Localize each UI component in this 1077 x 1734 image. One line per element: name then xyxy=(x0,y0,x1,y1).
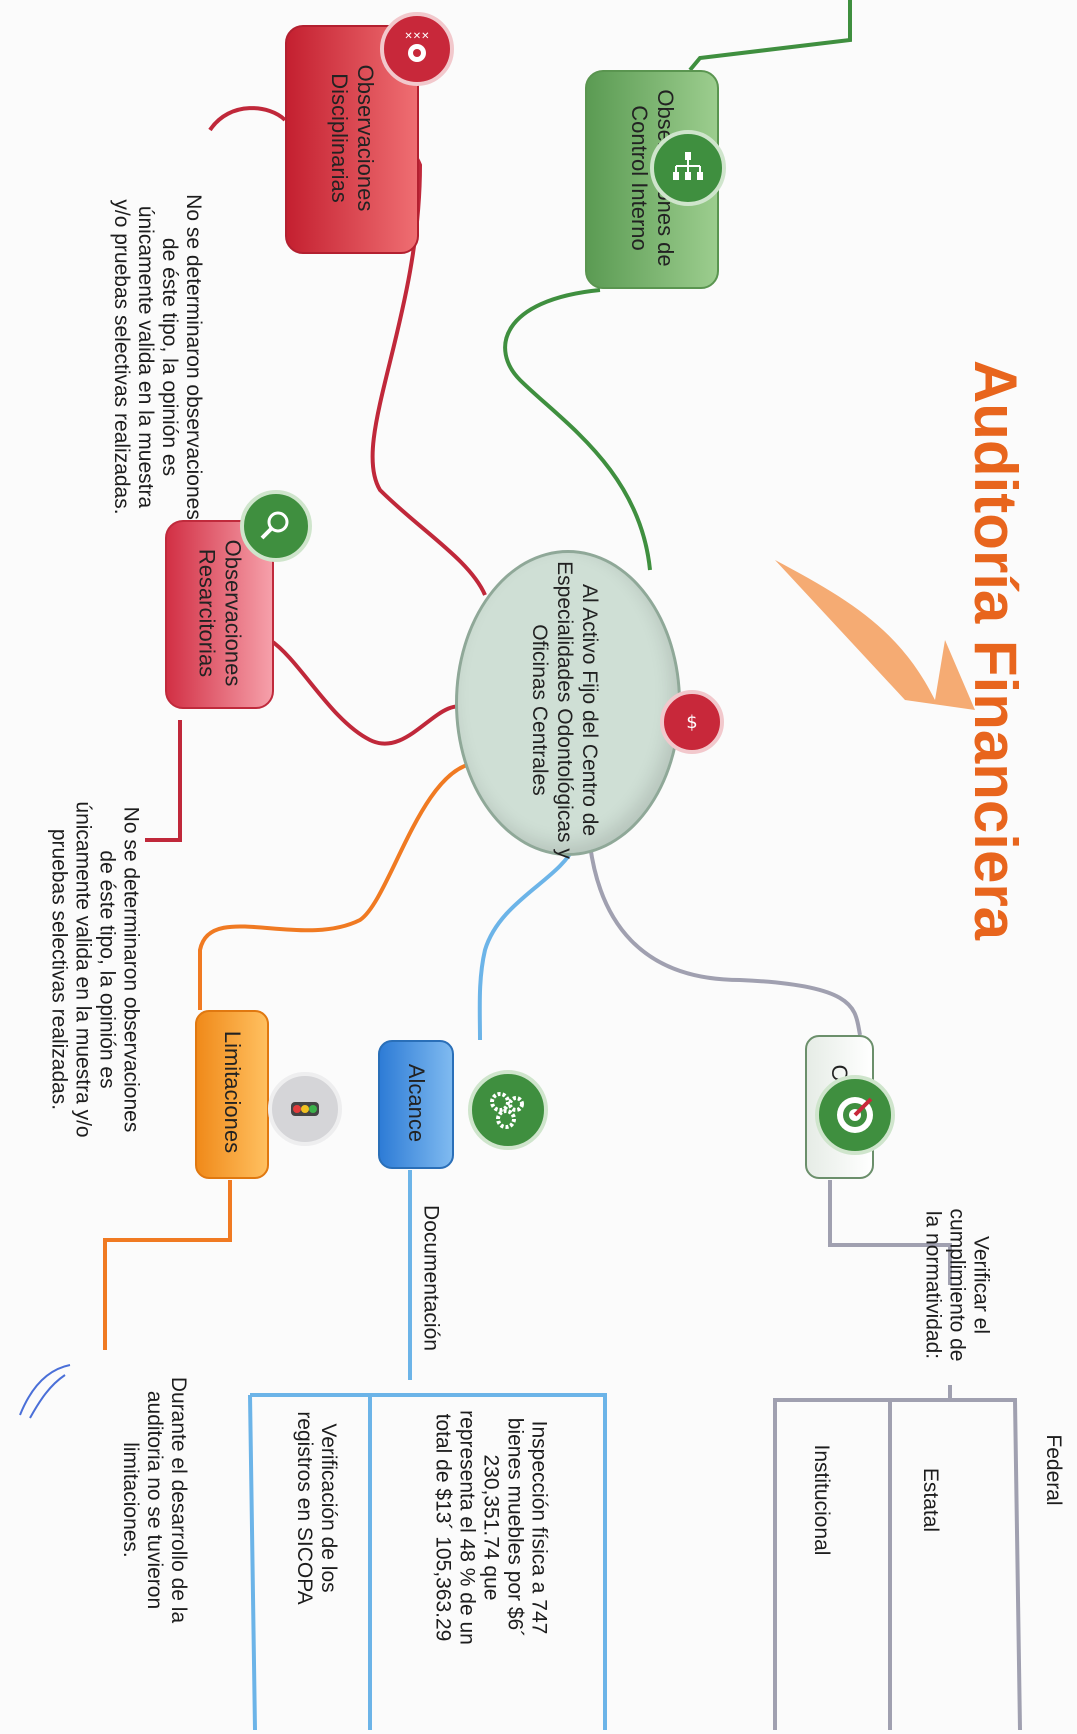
target-icon xyxy=(815,1075,895,1155)
page-title: Auditoría Financiera xyxy=(962,359,1029,941)
connector-resarcitorias xyxy=(268,638,472,746)
pen-mark xyxy=(19,1364,71,1419)
connector-objetivo xyxy=(588,844,862,1036)
orange-arrow xyxy=(775,560,975,710)
alcance-label: Alcance xyxy=(404,1063,429,1143)
disciplinarias-label: Observaciones Disciplinarias xyxy=(327,64,378,212)
connector-limitaciones-note xyxy=(103,1180,232,1350)
resarcitorias-note: No se determinaron observaciones de éste… xyxy=(47,801,143,1138)
objetivo-item-federal: Federal xyxy=(1042,1434,1065,1506)
center-node-label: Al Activo Fijo del Centro de Especialida… xyxy=(528,561,602,859)
objetivo-item-estatal: Estatal xyxy=(919,1467,942,1533)
alcance-note: Documentación xyxy=(419,1205,443,1351)
connector-resarcitorias-note xyxy=(145,720,182,842)
traffic-light-icon xyxy=(268,1072,342,1146)
connector-disciplinarias-note xyxy=(208,106,287,132)
disciplinary-icon: ✕✕✕ xyxy=(380,12,454,86)
limitaciones-note: Durante el desarrollo de la auditoria no… xyxy=(119,1376,190,1624)
objetivo-bracket xyxy=(773,1385,1022,1731)
magnifier-icon xyxy=(240,490,312,562)
alcance-bracket xyxy=(248,1393,607,1731)
hierarchy-icon xyxy=(650,130,726,206)
connector-objetivo-note xyxy=(828,1180,952,1285)
objetivo-item-institucional: Institucional xyxy=(810,1444,833,1556)
gears-icon xyxy=(468,1070,548,1150)
alcance-item-sicopa: Verificación de los registros en SICOPA xyxy=(293,1411,340,1605)
money-hand-icon: $ xyxy=(660,690,724,754)
alcance-node xyxy=(378,1040,454,1169)
connector-control-interno-top xyxy=(688,0,852,72)
connector-alcance xyxy=(477,844,577,1041)
center-node xyxy=(455,550,681,856)
alcance-item-inspeccion: Inspección física a 747 bienes muebles p… xyxy=(431,1410,551,1645)
connector-limitaciones xyxy=(198,761,476,1010)
limitaciones-label: Limitaciones xyxy=(220,1030,245,1154)
limitaciones-node xyxy=(195,1010,269,1179)
svg-text:$: $ xyxy=(686,712,697,733)
disciplinarias-note: No se determinaron observaciones de éste… xyxy=(110,194,205,520)
objetivo-note: Verificar el cumplimiento de la normativ… xyxy=(921,1208,993,1362)
resarcitorias-label: Observaciones Resarcitorias xyxy=(194,539,246,687)
connector-control-interno xyxy=(503,288,652,571)
svg-text:✕✕✕: ✕✕✕ xyxy=(404,31,429,42)
